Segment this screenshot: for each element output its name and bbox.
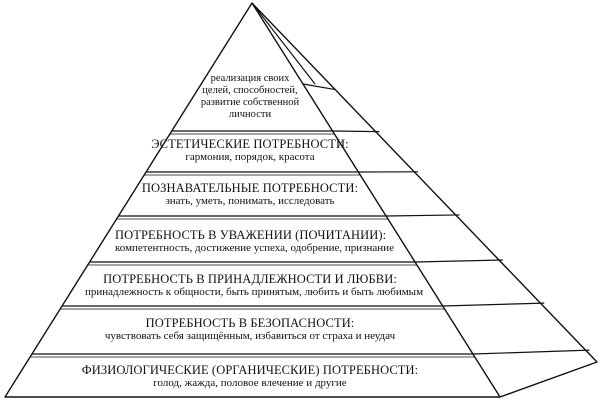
tier-esteem: ПОТРЕБНОСТЬ В УВАЖЕНИИ (ПОЧИТАНИИ): комп…	[115, 228, 394, 255]
tier-title: ПОТРЕБНОСТЬ В ПРИНАДЛЕЖНОСТИ И ЛЮБВИ:	[103, 272, 397, 286]
pyramid-ridge-line	[251, 2, 501, 398]
tier-title: ЭСТЕТИЧЕСКИЕ ПОТРЕБНОСТИ:	[151, 137, 349, 151]
side-divider-line	[415, 259, 503, 263]
tier-title: ПОТРЕБНОСТЬ В УВАЖЕНИИ (ПОЧИТАНИИ):	[115, 228, 387, 242]
tier-subtitle: гармония, порядок, красота	[185, 151, 315, 164]
side-divider-line	[386, 214, 460, 217]
tier-belonging: ПОТРЕБНОСТЬ В ПРИНАДЛЕЖНОСТИ И ЛЮБВИ: пр…	[85, 272, 424, 299]
tier-safety: ПОТРЕБНОСТЬ В БЕЗОПАСНОСТИ: чувствовать …	[75, 316, 425, 343]
tier-title: ПОЗНАВАТЕЛЬНЫЕ ПОТРЕБНОСТИ:	[141, 181, 359, 195]
apex-line-1: реализация своих	[210, 73, 290, 84]
tier-physiological: ФИЗИОЛОГИЧЕСКИЕ (ОРГАНИЧЕСКИЕ) ПОТРЕБНОС…	[60, 363, 440, 390]
apex-line-4: личности	[228, 109, 272, 121]
side-divider-line	[302, 83, 336, 91]
apex-side-line	[251, 2, 316, 85]
tier-title: ФИЗИОЛОГИЧЕСКИЕ (ОРГАНИЧЕСКИЕ) ПОТРЕБНОС…	[81, 363, 419, 377]
tier-subtitle: знать, уметь, понимать, исследовать	[165, 195, 335, 208]
tier-subtitle: компетентность, достижение успеха, одобр…	[115, 242, 394, 255]
tier-aesthetic: ЭСТЕТИЧЕСКИЕ ПОТРЕБНОСТИ: гармония, поря…	[150, 137, 350, 164]
side-divider-line	[442, 302, 545, 307]
tier-subtitle: чувствовать себя защищённым, избавиться …	[104, 330, 396, 343]
apex-tier-text: реализация своих целей, способностей, ра…	[195, 73, 305, 121]
tier-subtitle: принадлежность к общности, быть принятым…	[85, 286, 424, 299]
side-divider-line	[472, 349, 590, 355]
side-divider-line	[332, 130, 380, 133]
pyramid-shapes	[4, 2, 598, 398]
tier-cognitive: ПОЗНАВАТЕЛЬНЫЕ ПОТРЕБНОСТИ: знать, уметь…	[140, 181, 360, 208]
tier-title: ПОТРЕБНОСТЬ В БЕЗОПАСНОСТИ:	[145, 316, 355, 330]
apex-line-2: целей, способностей,	[202, 85, 298, 97]
apex-line-3: развитие собственной	[200, 97, 300, 109]
tier-subtitle: голод, жажда, половое влечение и другие	[153, 377, 347, 390]
